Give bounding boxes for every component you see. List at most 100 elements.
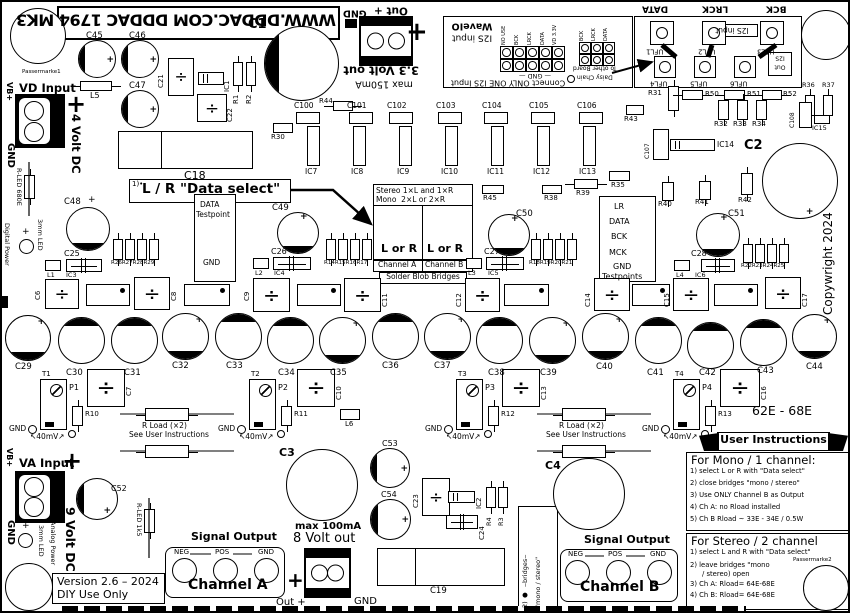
film-cap: ÷ — [502, 369, 540, 407]
label-vd-3-3v: VD 3.3V — [552, 24, 558, 45]
component-body — [482, 185, 504, 194]
film-cap: ÷ — [673, 278, 709, 311]
label-c23: C23 — [412, 494, 420, 508]
label-r38: R38 — [544, 194, 558, 202]
label-l1: L1 — [47, 271, 55, 279]
label-gnd: GND — [650, 550, 667, 558]
label-gnd: GND — [258, 548, 275, 556]
label-c34: C34 — [278, 368, 295, 378]
label-l2: L2 — [255, 269, 263, 277]
label-c108: C108 — [789, 112, 796, 128]
solid-bar — [373, 205, 473, 207]
label-3-3-volt-out: 3.3 Volt out — [343, 63, 419, 78]
label-3-use-only-channel-b-as-outp: 3) Use ONLY Channel B as Output — [690, 491, 804, 499]
ufl4-pad — [654, 56, 676, 78]
label-r2: R2 — [245, 94, 253, 104]
electrolytic-cap: + — [687, 322, 734, 369]
label-r-led-1k5: R-LED 1k5 — [135, 503, 143, 537]
label-c9: C9 — [243, 291, 251, 301]
trimmer-t3 — [456, 379, 483, 430]
component-body — [814, 115, 830, 124]
polarity-plus: + — [720, 324, 728, 334]
label-c38: C38 — [488, 368, 505, 378]
resistor — [24, 169, 35, 205]
component-body — [799, 102, 812, 128]
label-c4: C4 — [545, 459, 561, 472]
film-cap: ÷ — [720, 369, 760, 407]
label-c101: C101 — [347, 101, 367, 110]
electrolytic-cap: + — [162, 313, 209, 360]
label-waveio: WaveIO — [451, 20, 493, 32]
label-c103: C103 — [436, 101, 456, 110]
label-lr: LR — [614, 202, 625, 211]
component-body — [253, 258, 269, 269]
board-edge-marking — [62, 606, 746, 611]
label-data: DATA — [603, 28, 609, 41]
film-cap: ÷ — [465, 278, 500, 312]
electrolytic-cap: + — [635, 317, 682, 364]
label-c10: C10 — [335, 386, 343, 400]
polarity-plus: + — [805, 207, 814, 217]
label-c28: C28 — [691, 249, 707, 258]
label-out: Out — [774, 63, 786, 71]
label-ic2: IC2 — [475, 497, 483, 509]
label-4-volt-dc: 4 Volt DC — [69, 114, 83, 174]
label-c25: C25 — [64, 249, 80, 258]
banner-wedge — [828, 433, 848, 451]
label-diy-use-only: DIY Use Only — [57, 588, 129, 601]
label-bck: BCK — [579, 30, 585, 41]
film-cap: ÷ — [253, 278, 290, 312]
label-: + — [22, 521, 30, 531]
fiducial-hole-2 — [801, 10, 848, 60]
resistor — [531, 233, 541, 266]
label-lrck: LRCK — [702, 3, 729, 14]
label-c3: C3 — [279, 446, 295, 459]
label-c53: C53 — [382, 439, 398, 448]
label-c27: C27 — [484, 247, 500, 256]
resistor — [668, 80, 679, 117]
label-r50: R50 — [705, 90, 719, 98]
label-: + — [88, 195, 96, 205]
label-t1: T1 — [42, 370, 51, 378]
label-r12: R12 — [501, 410, 515, 418]
label-c13: C13 — [540, 386, 548, 400]
resistor — [543, 233, 553, 266]
label-ic7: IC7 — [305, 167, 318, 176]
label-pos: POS — [215, 548, 230, 556]
label-user-instructions: User Instructions — [720, 433, 827, 446]
electrolytic-cap: + — [370, 448, 410, 488]
resistor — [136, 408, 198, 421]
polarity-plus: + — [352, 319, 360, 329]
pad-circle — [567, 75, 575, 83]
label-t3: T3 — [458, 370, 467, 378]
pin-pad — [513, 59, 526, 72]
polarity-plus: + — [300, 212, 308, 222]
label-: + — [406, 17, 428, 47]
label-ic4: IC4 — [274, 269, 285, 277]
component-body — [445, 126, 458, 166]
label-l5: L5 — [90, 91, 100, 100]
label-2-bridges: 2) ● ‒bridges‒ — [521, 554, 529, 608]
label-l-or-r: L or R — [381, 242, 418, 255]
ic-chip — [86, 284, 130, 306]
label-c47: C47 — [129, 81, 146, 91]
resistor — [326, 233, 336, 266]
polarity-plus: + — [106, 55, 114, 66]
label-1: 1)• — [132, 180, 144, 188]
component-body — [653, 129, 669, 160]
label-ufl6: UFL6 — [730, 79, 748, 88]
label-p4: P4 — [702, 383, 712, 392]
solid-bar — [422, 260, 424, 272]
label-stereo-open: / stereo) open — [702, 570, 750, 578]
component-body — [542, 185, 562, 194]
trimmer-t2 — [249, 379, 276, 430]
label-c41: C41 — [647, 368, 664, 378]
label-data: DATA — [642, 3, 669, 14]
label-1-select-l-or-r-with-data-se: 1) select L or R with "Data select" — [690, 467, 805, 475]
label-ic3: IC3 — [66, 271, 77, 279]
resistor — [486, 481, 496, 514]
ic-chip — [184, 284, 230, 306]
label-1-select-l-and-r-with-data-s: 1) select L and R with "Data select" — [690, 548, 811, 556]
label-p1: P1 — [69, 383, 79, 392]
label-c52: C52 — [111, 484, 127, 493]
